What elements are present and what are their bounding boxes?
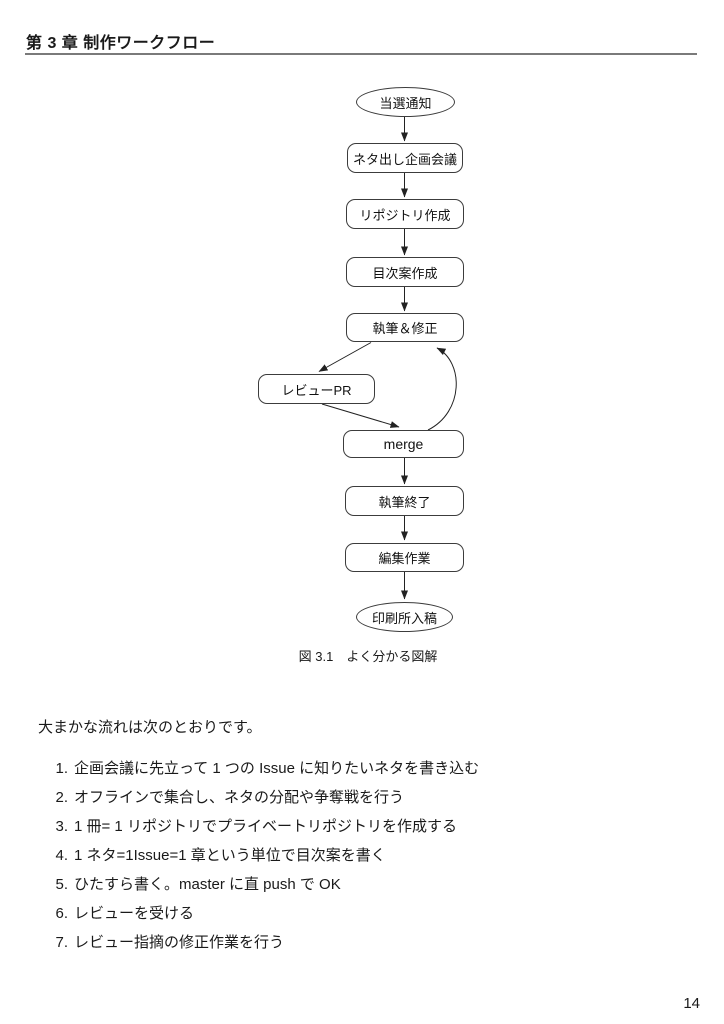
step-text: オフラインで集合し、ネタの分配や争奪戦を行う xyxy=(74,789,405,806)
step-text: 企画会議に先立って 1 つの Issue に知りたいネタを書き込む xyxy=(74,760,480,777)
step-number: 1. xyxy=(55,760,68,777)
step-text: レビュー指摘の修正作業を行う xyxy=(74,934,285,951)
header-rule xyxy=(25,53,697,55)
flowchart-node-ideas: ネタ出し企画会議 xyxy=(347,143,463,173)
chapter-heading: 第 3 章 制作ワークフロー xyxy=(26,35,216,52)
workflow-figure: 当選通知 ネタ出し企画会議 リポジトリ作成 目次案作成 執筆＆修正 レビューPR… xyxy=(258,87,464,664)
workflow-step: 4. 1 ネタ=1Issue=1 章という単位で目次案を書く xyxy=(0,841,724,870)
edge-review-merge xyxy=(321,403,400,428)
edge-merge-write xyxy=(427,347,457,431)
step-text: ひたすら書く。master に直 push で OK xyxy=(74,876,341,893)
step-number: 7. xyxy=(55,934,68,951)
step-number: 2. xyxy=(55,789,68,806)
edge-write-review xyxy=(318,342,372,372)
flowchart-node-print: 印刷所入稿 xyxy=(356,602,453,632)
flowchart-node-merge: merge xyxy=(343,430,464,458)
flowchart-node-repo: リポジトリ作成 xyxy=(346,199,464,229)
step-number: 3. xyxy=(55,818,68,835)
step-number: 4. xyxy=(55,847,68,864)
workflow-step: 5. ひたすら書く。master に直 push で OK xyxy=(0,870,724,899)
intro-paragraph: 大まかな流れは次のとおりです。 xyxy=(38,719,262,736)
workflow-step: 6. レビューを受ける xyxy=(0,899,724,928)
figure-caption: 図 3.1 よく分かる図解 xyxy=(298,649,438,664)
step-text: 1 ネタ=1Issue=1 章という単位で目次案を書く xyxy=(74,847,386,864)
flowchart-node-start: 当選通知 xyxy=(356,87,455,117)
flowchart-edges xyxy=(318,117,457,600)
flowchart-node-editing: 編集作業 xyxy=(345,543,464,572)
step-number: 5. xyxy=(55,876,68,893)
flowchart-node-write: 執筆＆修正 xyxy=(346,313,464,342)
workflow-step: 7. レビュー指摘の修正作業を行う xyxy=(0,928,724,957)
flowchart-node-toc: 目次案作成 xyxy=(346,257,464,287)
step-text: 1 冊= 1 リポジトリでプライベートリポジトリを作成する xyxy=(74,818,457,835)
flowchart-node-finish: 執筆終了 xyxy=(345,486,464,516)
workflow-step: 2. オフラインで集合し、ネタの分配や争奪戦を行う xyxy=(0,783,724,812)
flowchart-node-review: レビューPR xyxy=(258,374,375,404)
workflow-step: 3. 1 冊= 1 リポジトリでプライベートリポジトリを作成する xyxy=(0,812,724,841)
workflow-step: 1. 企画会議に先立って 1 つの Issue に知りたいネタを書き込む xyxy=(0,754,724,783)
page-number: 14 xyxy=(683,995,700,1012)
workflow-steps: 1. 企画会議に先立って 1 つの Issue に知りたいネタを書き込む 2. オフ… xyxy=(0,754,724,957)
step-number: 6. xyxy=(55,905,68,922)
step-text: レビューを受ける xyxy=(74,905,195,922)
